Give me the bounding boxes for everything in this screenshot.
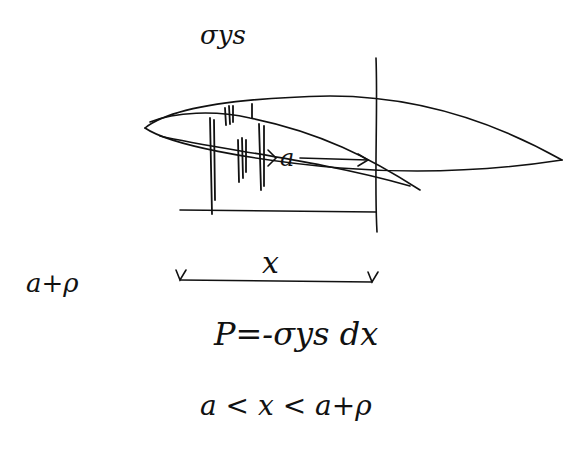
dimension-tick (368, 272, 378, 282)
dimension-label: x (262, 248, 279, 278)
dimension-tick (176, 270, 186, 280)
strip-hatching (210, 104, 264, 214)
dimension-label: a+ρ (26, 270, 79, 296)
dimension-line (180, 280, 372, 282)
reference-line (376, 58, 377, 232)
arrow-head (358, 154, 368, 166)
distance-label: a (280, 146, 294, 170)
upper-surface (145, 96, 562, 160)
force-equation: P=-σys dx (214, 318, 378, 350)
lower-surface (145, 128, 562, 171)
inner-contour (160, 136, 410, 186)
inner-contour (150, 113, 420, 190)
dimension-arrow (300, 158, 368, 160)
stress-label: σys (200, 22, 246, 48)
range-condition: a < x < a+ρ (200, 392, 372, 420)
arrow-head (268, 150, 276, 166)
base-line (180, 210, 376, 212)
